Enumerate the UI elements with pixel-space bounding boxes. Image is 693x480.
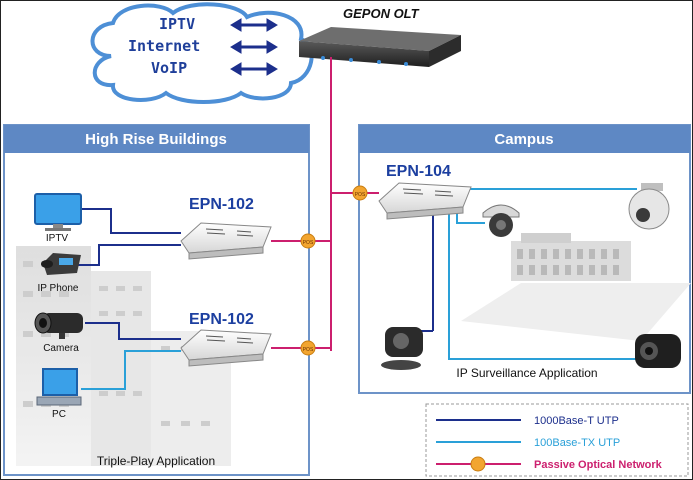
camera-icon — [34, 312, 83, 339]
onu-label-top: EPN-102 — [189, 196, 254, 213]
monitor-icon — [34, 193, 82, 231]
device-label-camera: Camera — [43, 343, 79, 354]
onu-device-top — [180, 222, 272, 260]
service-arrows — [230, 18, 278, 76]
pon-splitter-campus: POS — [352, 185, 368, 201]
legend-label-gigabit: 1000Base-T UTP — [534, 415, 619, 427]
ptz-camera-icon — [628, 183, 670, 230]
phone-icon — [41, 253, 81, 275]
dome-camera-icon — [482, 204, 520, 237]
olt-device — [299, 27, 461, 67]
legend-label-fast-ethernet: 100Base-TX UTP — [534, 437, 620, 449]
onu-device-campus — [378, 182, 472, 220]
device-label-pc: PC — [52, 409, 66, 420]
pon-splitter-left-bottom: POS — [300, 340, 316, 356]
building-graphic — [16, 246, 231, 466]
onu-label-campus: EPN-104 — [386, 163, 451, 180]
olt-label: GEPON OLT — [343, 6, 420, 21]
cloud-service-internet: Internet — [128, 37, 200, 55]
legend — [425, 403, 689, 477]
service-cloud — [90, 2, 314, 104]
legend-label-pon: Passive Optical Network — [534, 459, 663, 471]
app-label-triple-play: Triple-Play Application — [97, 454, 215, 468]
app-label-surveillance: IP Surveillance Application — [456, 366, 597, 380]
box-camera-icon — [635, 334, 681, 368]
device-label-iptv: IPTV — [46, 233, 69, 244]
panel-title-high-rise: High Rise Buildings — [85, 131, 227, 148]
cube-camera-icon — [381, 327, 423, 370]
device-label-ip-phone: IP Phone — [38, 283, 79, 294]
gigabit-links — [75, 208, 434, 340]
cloud-service-voip: VoIP — [151, 59, 187, 77]
splitter-label: POS — [303, 347, 314, 353]
splitter-label: POS — [355, 192, 366, 198]
onu-label-bottom: EPN-102 — [189, 311, 254, 328]
pc-icon — [36, 368, 82, 406]
cloud-service-iptv: IPTV — [159, 15, 195, 33]
panel-title-campus: Campus — [494, 131, 553, 148]
pon-splitter-left-top: POS — [300, 233, 316, 249]
onu-device-bottom — [180, 329, 272, 367]
splitter-label: POS — [303, 240, 314, 246]
campus-building-graphic — [461, 233, 691, 341]
